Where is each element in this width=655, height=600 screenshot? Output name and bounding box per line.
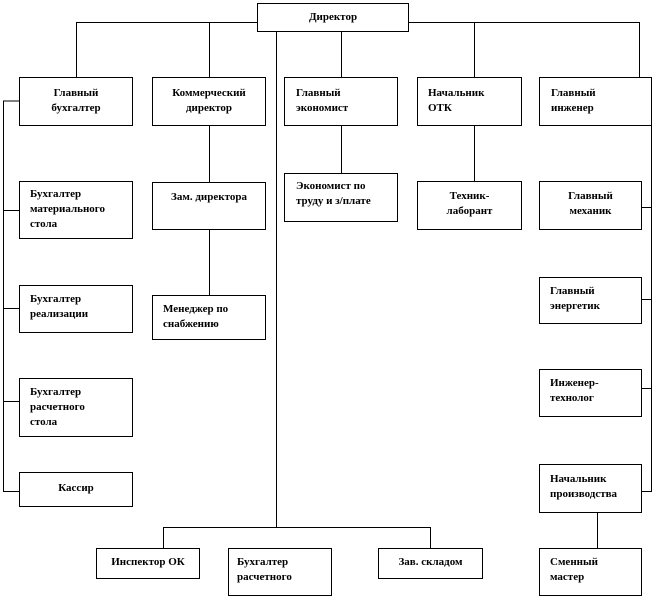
box-head-production: Начальник производства bbox=[539, 464, 642, 513]
box-inspector-ok: Инспектор ОК bbox=[96, 548, 200, 579]
box-chief-mechanic: Главный механик bbox=[539, 181, 642, 230]
box-chief-economist: Главный экономист bbox=[284, 77, 398, 126]
box-process-engineer: Инженер- технолог bbox=[539, 369, 642, 417]
box-settlement-accountant: Бухгалтер расчетного bbox=[228, 548, 332, 596]
box-chief-power-engineer: Главный энергетик bbox=[539, 277, 642, 324]
box-accountant-settlement: Бухгалтер расчетного стола bbox=[19, 378, 133, 437]
box-deputy-warehouse: Зав. складом bbox=[378, 548, 483, 579]
box-supply-manager: Менеджер по снабжению bbox=[152, 295, 266, 340]
box-commercial-director: Коммерческий директор bbox=[152, 77, 266, 126]
box-chief-engineer: Главный инженер bbox=[539, 77, 652, 126]
box-deputy-director: Зам. директора bbox=[152, 182, 266, 230]
box-accountant-sales: Бухгалтер реализации bbox=[19, 285, 133, 333]
box-accountant-materials: Бухгалтер материального стола bbox=[19, 181, 133, 239]
box-chief-accountant: Главный бухгалтер bbox=[19, 77, 133, 126]
box-shift-master: Сменный мастер bbox=[539, 548, 642, 596]
box-lab-technician: Техник- лаборант bbox=[417, 181, 522, 230]
box-cashier: Кассир bbox=[19, 472, 133, 507]
box-director: Директор bbox=[257, 3, 409, 32]
box-head-otk: Начальник ОТК bbox=[417, 77, 522, 126]
box-labor-economist: Экономист по труду и з/плате bbox=[284, 173, 398, 222]
